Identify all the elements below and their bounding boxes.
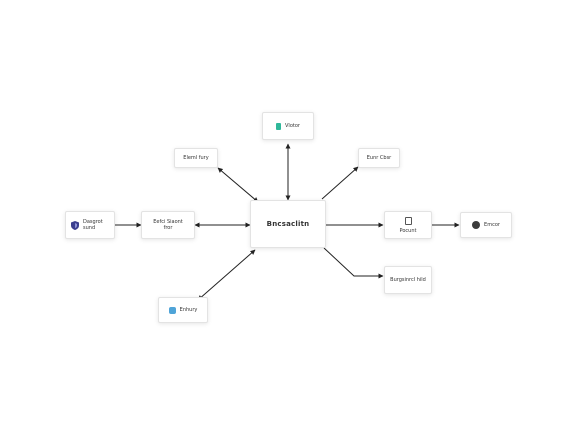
node-right-far[interactable]: Emcor — [460, 212, 512, 238]
node-left-near[interactable]: Eefci Siaont fror — [141, 211, 195, 239]
node-left-near-label: Eefci Siaont fror — [153, 219, 183, 231]
node-right-near[interactable]: Pocunt — [384, 211, 432, 239]
blue-square-icon — [168, 306, 176, 314]
node-right-near-label: Pocunt — [399, 227, 417, 234]
green-square-icon — [276, 122, 282, 130]
center-node[interactable]: Bncsaclitn — [250, 200, 326, 248]
badge-icon — [472, 221, 481, 229]
node-top-right[interactable]: Eunr Cbsr — [358, 148, 400, 168]
node-top-label: Vlotor — [285, 123, 300, 129]
node-bottom-right[interactable]: Burgsinrcl hild — [384, 266, 432, 294]
edge-center-bottom-right — [323, 247, 384, 279]
node-bottom-left[interactable]: Enhury — [158, 297, 208, 323]
node-bottom-right-label: Burgsinrcl hild — [390, 277, 426, 283]
node-top-right-label: Eunr Cbsr — [366, 155, 392, 161]
node-top-left[interactable]: Eleml fury — [174, 148, 218, 168]
node-left-far[interactable]: Dasgrot sund — [65, 211, 115, 239]
node-top[interactable]: Vlotor — [262, 112, 314, 140]
edge-center-bottom-left — [197, 249, 256, 301]
edge-center-top-right — [321, 166, 359, 200]
shield-icon — [71, 220, 79, 230]
node-bottom-left-label: Enhury — [179, 307, 198, 313]
node-right-far-label: Emcor — [484, 222, 500, 228]
center-node-label: Bncsaclitn — [266, 220, 310, 228]
node-top-left-label: Eleml fury — [183, 155, 209, 161]
node-left-far-label: Dasgrot sund — [83, 219, 103, 231]
edge-center-top-left — [217, 167, 259, 203]
document-icon — [404, 216, 412, 225]
